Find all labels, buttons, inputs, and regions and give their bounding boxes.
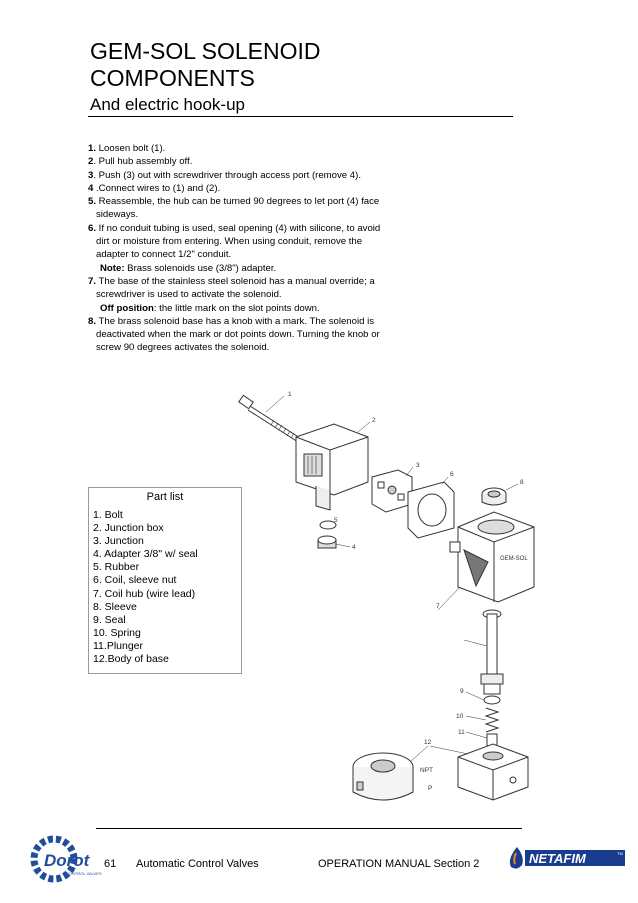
junction-part <box>371 469 413 513</box>
step-2: 2. Pull hub assembly off. <box>88 155 428 168</box>
part-item: 11.Plunger <box>93 639 144 652</box>
footer-doc-title: Automatic Control Valves <box>136 858 259 870</box>
rubber-seal-part <box>407 481 455 539</box>
callout-8: 8 <box>520 479 524 486</box>
step-3: 3. Push (3) out with screwdriver through… <box>88 169 428 182</box>
step-number: 4 <box>88 182 94 194</box>
step-text: Loosen bolt (1). <box>96 143 166 154</box>
step-number: 5. <box>88 196 97 208</box>
part-item: 9. Seal <box>93 613 126 626</box>
step-text: . Push (3) out with screwdriver through … <box>93 169 362 181</box>
note-text: Brass solenoids use (3/8") adapter. <box>124 262 277 274</box>
callout-1: 1 <box>288 391 292 398</box>
part-list-items: 1. Bolt 2. Junction box 3. Junction 4. A… <box>93 509 241 666</box>
netafim-wordmark: NETAFIM <box>529 851 587 866</box>
p-label: P <box>428 785 432 792</box>
netafim-logo: NETAFIM TM <box>509 847 625 869</box>
junction-box-part <box>295 423 369 511</box>
sleeve-nut-part <box>481 487 507 506</box>
callout-2: 2 <box>372 417 376 424</box>
step-7-off: Off position: the little mark on the slo… <box>88 302 428 315</box>
callout-4: 4 <box>352 544 356 551</box>
title-line-1: GEM-SOL SOLENOID <box>90 38 321 64</box>
instruction-steps: 1. Loosen bolt (1). 2. Pull hub assembly… <box>88 142 428 355</box>
step-number: 2 <box>88 156 94 168</box>
callout-6: 6 <box>450 471 454 478</box>
step-6: 6. If no conduit tubing is used, seal op… <box>88 222 428 235</box>
footer-divider <box>96 828 522 829</box>
part-item: 2. Junction box <box>93 522 164 535</box>
step-6-cont-2: adapter to connect 1/2" conduit. <box>96 249 232 261</box>
step-number: 7. <box>88 275 97 287</box>
part-item: 3. Junction <box>93 535 144 548</box>
page-title: GEM-SOL SOLENOID COMPONENTS <box>90 38 320 92</box>
dorot-wordmark: Dorot <box>44 851 91 870</box>
step-6-cont-1: dirt or moisture from entering. When usi… <box>96 236 363 248</box>
step-8: 8. The brass solenoid base has a knob wi… <box>88 315 428 328</box>
part-item: 12.Body of base <box>93 653 169 666</box>
step-text: The base of the stainless steel solenoid… <box>96 275 375 287</box>
step-text: If no conduit tubing is used, seal openi… <box>96 222 381 234</box>
step-text: The brass solenoid base has a knob with … <box>96 315 375 327</box>
npt-label: NPT <box>420 767 433 774</box>
step-6-note: Note: Brass solenoids use (3/8") adapter… <box>88 262 428 275</box>
step-number: 6. <box>88 222 97 234</box>
step-7: 7. The base of the stainless steel solen… <box>88 275 428 288</box>
step-text: Reassemble, the hub can be turned 90 deg… <box>96 196 380 208</box>
step-8-cont-1: deactivated when the mark or dot points … <box>96 329 380 341</box>
dorot-tagline: CONTROL VALVES <box>66 871 102 876</box>
part-item: 8. Sleeve <box>93 600 137 613</box>
page-number: 61 <box>104 858 117 870</box>
step-5-cont: sideways. <box>96 209 139 221</box>
callout-7: 7 <box>436 603 440 610</box>
part-item: 1. Bolt <box>93 509 123 521</box>
round-body-part <box>352 752 414 801</box>
step-text: . Pull hub assembly off. <box>93 156 193 168</box>
step-1: 1. Loosen bolt (1). <box>88 142 428 155</box>
off-position-label: Off position <box>100 302 154 314</box>
callout-11: 11 <box>458 729 465 736</box>
seal-part <box>483 695 501 705</box>
coil-hub-part: GEM-SOL <box>449 511 535 603</box>
part-list-header: Part list <box>146 491 184 503</box>
off-position-text: : the little mark on the slot points dow… <box>153 302 320 314</box>
step-text: .Connect wires to (1) and (2). <box>93 182 221 194</box>
solenoid-exploded-diagram: GEM-SOL <box>238 391 535 801</box>
callout-9: 9 <box>460 688 464 695</box>
page-subtitle: And electric hook-up <box>90 95 245 114</box>
step-number: 3 <box>88 169 94 181</box>
title-line-2: COMPONENTS <box>90 65 255 91</box>
part-item: 6. Coil, sleeve nut <box>93 574 177 587</box>
step-number: 8. <box>88 315 97 327</box>
spring-part <box>484 707 500 733</box>
bolt-part <box>238 394 301 443</box>
adapter-part <box>317 520 337 549</box>
callout-5: 5 <box>334 517 338 524</box>
coil-label: GEM-SOL <box>500 556 528 562</box>
part-item: 7. Coil hub (wire lead) <box>93 587 196 600</box>
netafim-trademark: TM <box>617 851 623 856</box>
part-item: 4. Adapter 3/8" w/ seal <box>93 548 198 561</box>
step-5: 5. Reassemble, the hub can be turned 90 … <box>88 195 428 208</box>
sleeve-part <box>480 609 504 695</box>
square-body-part <box>457 743 529 801</box>
step-number: 1. <box>88 143 97 154</box>
step-4: 4 .Connect wires to (1) and (2). <box>88 182 428 195</box>
step-7-cont: screwdriver is used to activate the sole… <box>96 289 282 301</box>
callout-12: 12 <box>424 739 432 746</box>
part-list: Part list 1. Bolt 2. Junction box 3. Jun… <box>88 487 242 674</box>
dorot-logo: Dorot CONTROL VALVES <box>30 835 102 883</box>
footer-section: OPERATION MANUAL Section 2 <box>318 858 480 870</box>
title-divider <box>88 116 513 117</box>
part-item: 10. Spring <box>93 626 141 639</box>
callout-10: 10 <box>456 713 464 720</box>
note-label: Note: <box>100 262 125 274</box>
callout-3: 3 <box>416 462 420 469</box>
step-8-cont-2: screw 90 degrees activates the solenoid. <box>96 342 270 354</box>
part-item: 5. Rubber <box>93 561 140 574</box>
